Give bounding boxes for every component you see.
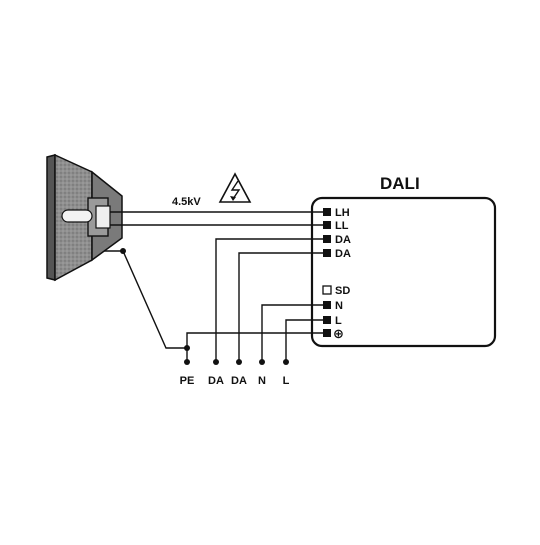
bottom-label-da-1: DA (208, 375, 224, 387)
terminal-block-lh (323, 208, 331, 216)
wire-group (104, 211, 323, 362)
terminal-blocks (322, 208, 332, 337)
wire-pe (186, 332, 323, 362)
terminal-block-da-1 (323, 235, 331, 243)
terminal-label-da-2: DA (335, 248, 351, 260)
terminal-label-sd: SD (335, 285, 350, 297)
bottom-label-l: L (283, 375, 290, 387)
terminal-block-ll (323, 221, 331, 229)
bottom-label-pe: PE (180, 375, 195, 387)
ground-symbol-icon: ⊕ (333, 326, 344, 341)
ballast-box (310, 196, 497, 348)
junction-dot (184, 345, 190, 351)
terminal-block-da-2 (323, 249, 331, 257)
terminal-block-ground (323, 329, 331, 337)
ballast-title: DALI (380, 174, 420, 193)
terminal-dot-da-2 (236, 359, 242, 365)
wire-lamp-ground (104, 250, 187, 349)
bottom-label-da-2: DA (231, 375, 247, 387)
voltage-label: 4.5kV (172, 196, 201, 208)
junction-dot (120, 248, 126, 254)
terminal-label-ll: LL (335, 220, 349, 232)
terminal-label-n: N (335, 300, 343, 312)
lamp-reflector-icon (46, 153, 123, 282)
terminal-block-sd (322, 285, 332, 295)
wire-da-1 (215, 238, 323, 362)
terminal-label-l: L (335, 315, 342, 327)
terminal-dot-da-1 (213, 359, 219, 365)
bottom-label-n: N (258, 375, 266, 387)
terminal-block-n (323, 301, 331, 309)
terminal-label-lh: LH (335, 207, 350, 219)
terminal-label-da-1: DA (335, 234, 351, 246)
terminal-block-l (323, 316, 331, 324)
wire-l (285, 319, 323, 362)
wire-da-2 (238, 252, 323, 362)
terminal-dot-n (259, 359, 265, 365)
terminal-dot-l (283, 359, 289, 365)
high-voltage-warning-icon (218, 172, 252, 203)
terminal-dot-pe (184, 359, 190, 365)
wire-n (261, 304, 323, 362)
